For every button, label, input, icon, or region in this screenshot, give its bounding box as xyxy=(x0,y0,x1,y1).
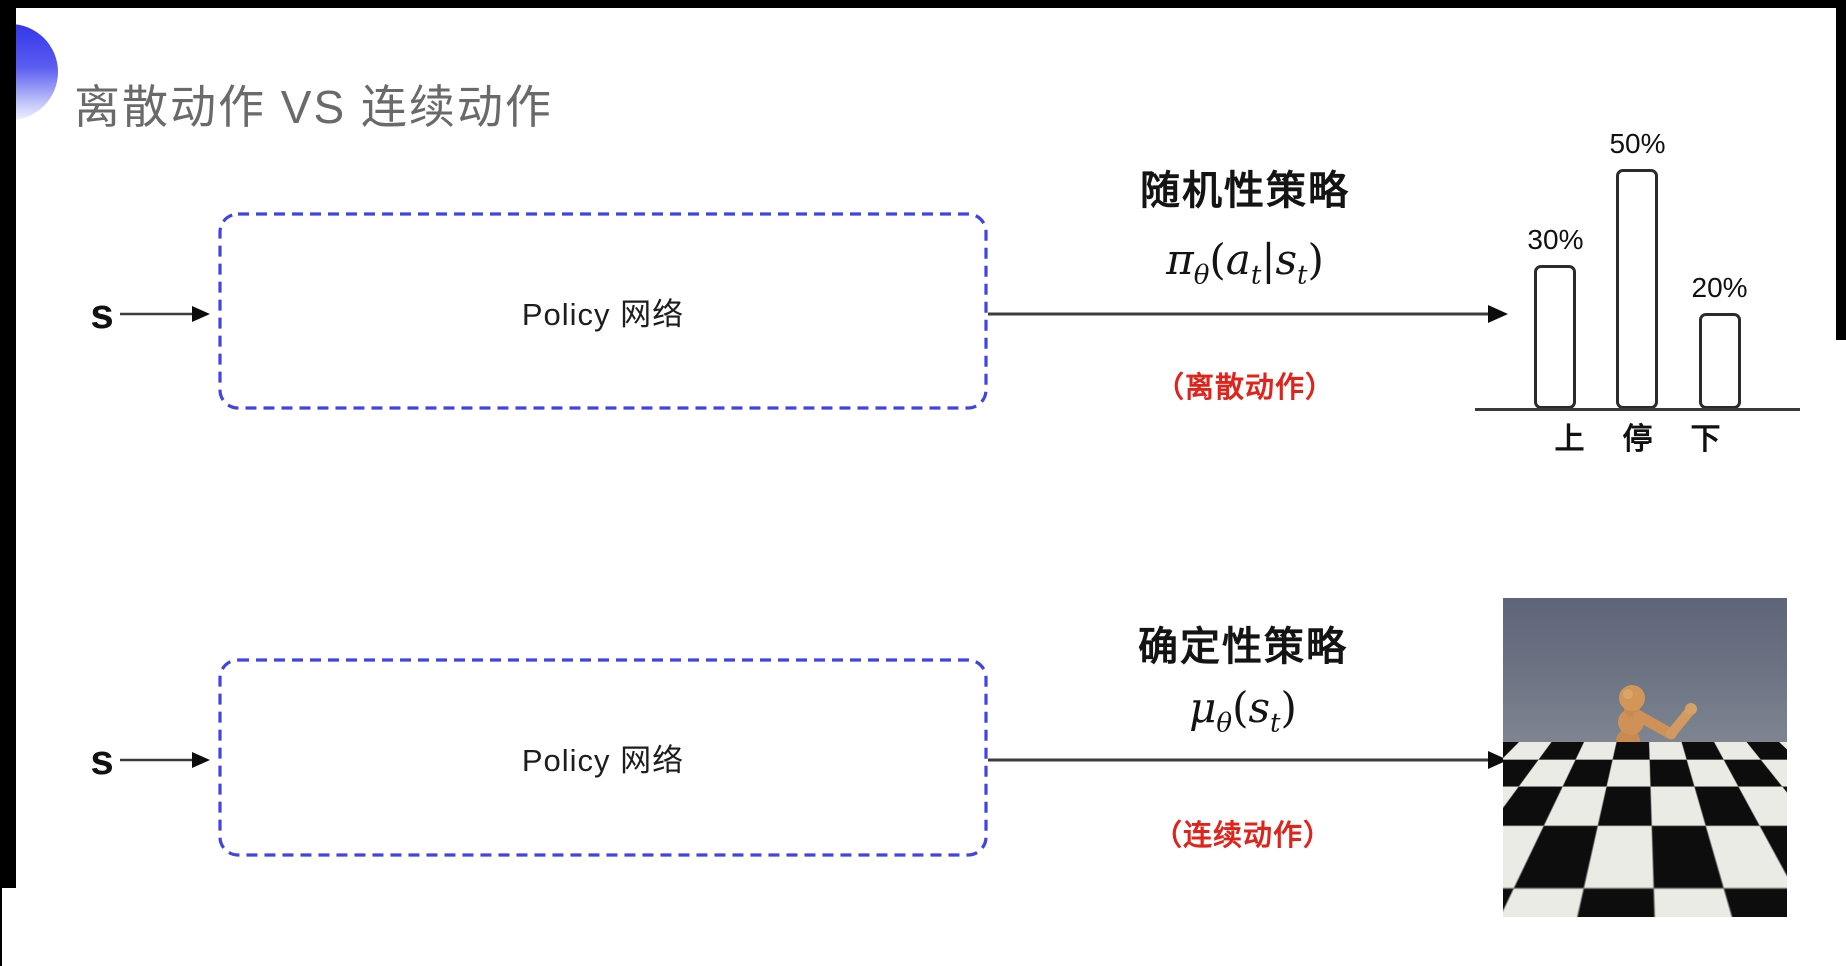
output-arrow-bottom xyxy=(988,748,1510,772)
policy-type-label-top: 随机性策略 xyxy=(1105,158,1385,216)
humanoid-figure xyxy=(1503,598,1787,917)
bar xyxy=(1534,265,1576,409)
robot-shadow xyxy=(1590,850,1686,864)
policy-formula-top: πθ(at|st) xyxy=(1105,230,1385,290)
video-frame-right xyxy=(1836,0,1846,340)
policy-network-box-bottom: Policy 网络 xyxy=(218,658,988,857)
formula-subscript: θ xyxy=(1194,260,1210,290)
category-label: 上 xyxy=(1555,414,1585,458)
policy-box-label-bottom: Policy 网络 xyxy=(218,658,988,857)
chart-categories: 上停下 xyxy=(1475,414,1800,458)
chart-baseline xyxy=(1475,408,1800,411)
humanoid-robot-image xyxy=(1503,598,1787,917)
page-title: 离散动作 VS 连续动作 xyxy=(74,71,553,137)
bar-下: 20% xyxy=(1692,272,1748,409)
chart-bars: 30% 50% 20% xyxy=(1475,128,1800,409)
bar xyxy=(1616,169,1658,409)
formula-subscript: θ xyxy=(1216,708,1232,738)
policy-formula-bottom: μθ(st) xyxy=(1103,678,1383,738)
video-frame-left xyxy=(0,0,16,888)
formula-symbol: π xyxy=(1166,235,1194,284)
bar-value-label: 50% xyxy=(1609,128,1665,160)
category-label: 停 xyxy=(1623,414,1653,458)
robot-head xyxy=(1619,685,1645,711)
policy-type-label-bottom: 确定性策略 xyxy=(1103,614,1383,672)
input-arrow-top xyxy=(118,303,212,325)
bar-上: 30% xyxy=(1527,224,1583,409)
action-type-note-bottom: （连续动作） xyxy=(1103,814,1383,858)
bar-value-label: 30% xyxy=(1527,224,1583,256)
output-arrow-top xyxy=(988,302,1510,326)
formula-symbol: μ xyxy=(1189,683,1216,732)
action-probability-chart: 30% 50% 20% 上停下 xyxy=(1475,128,1800,458)
floor-reflection xyxy=(1555,889,1687,913)
category-label: 下 xyxy=(1691,414,1721,458)
bar xyxy=(1699,313,1741,409)
input-arrow-bottom xyxy=(118,749,212,771)
video-frame-top xyxy=(0,0,1846,8)
bar-value-label: 20% xyxy=(1692,272,1748,304)
policy-network-box-top: Policy 网络 xyxy=(218,212,988,410)
action-type-note-top: （离散动作） xyxy=(1105,366,1385,410)
bar-停: 50% xyxy=(1609,128,1665,409)
policy-box-label-top: Policy 网络 xyxy=(218,212,988,410)
